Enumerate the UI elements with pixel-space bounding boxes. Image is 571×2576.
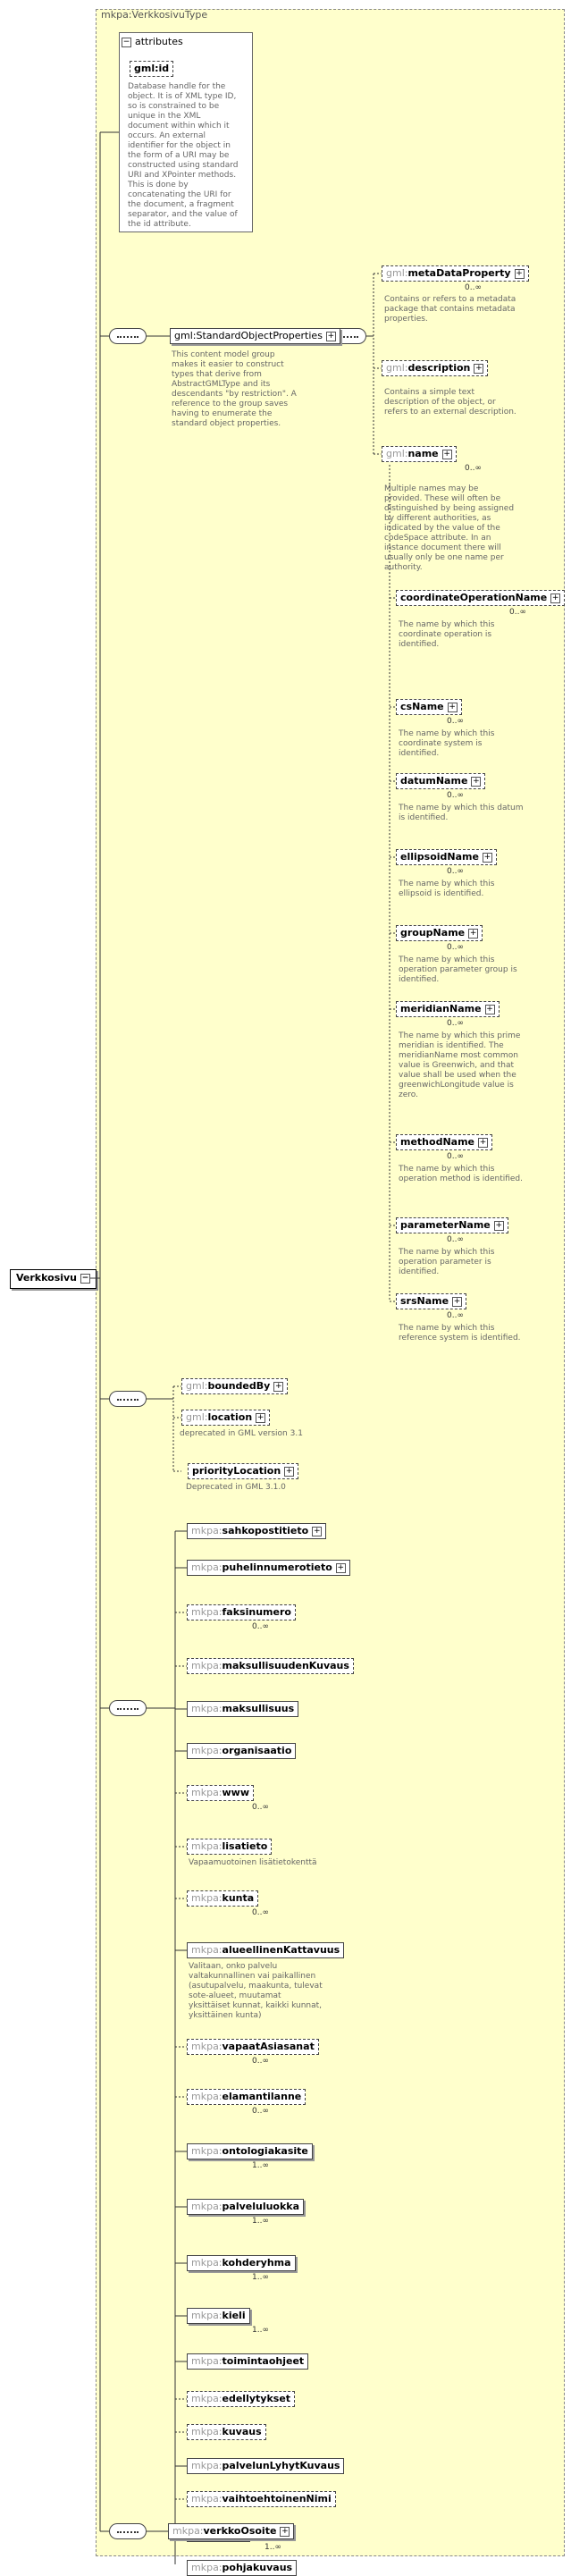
name-sub-coordinateOperationName[interactable]: coordinateOperationName+ [396, 590, 566, 606]
standard-object-properties-group[interactable]: gml:StandardObjectProperties+ [170, 328, 340, 344]
name-sub-parameterName-desc: The name by which this operation paramet… [399, 1248, 495, 1276]
name-sub-groupName-card: 0..∞ [447, 943, 464, 952]
element-palvelunLyhytKuvaus[interactable]: mkpa:palvelunLyhytKuvaus [187, 2458, 345, 2474]
location-location[interactable]: gml:location+ [181, 1410, 271, 1426]
gml-id-attribute[interactable]: gml:id [130, 61, 174, 77]
location-priorityLocation[interactable]: priorityLocation+ [188, 1463, 299, 1479]
location-priorityLocation-desc: Deprecated in GML 3.1.0 [186, 1483, 286, 1492]
name-sub-ellipsoidName-desc: The name by which this ellipsoid is iden… [399, 880, 495, 898]
location-location-desc: deprecated in GML version 3.1 [180, 1429, 303, 1438]
name-sub-csName[interactable]: csName+ [396, 699, 462, 715]
name-sub-groupName[interactable]: groupName+ [396, 925, 483, 941]
element-lisatieto-desc: Vapaamuotoinen lisätietokenttä [189, 1858, 317, 1867]
element-www[interactable]: mkpa:www [187, 1785, 255, 1801]
sequence-standard[interactable] [109, 328, 147, 344]
type-title: mkpa:VerkkosivuType [101, 9, 208, 21]
location-boundedBy[interactable]: gml:boundedBy+ [181, 1378, 289, 1394]
element-kunta[interactable]: mkpa:kunta [187, 1890, 259, 1907]
name-sub-coordinateOperationName-card: 0..∞ [509, 608, 526, 617]
gml-prop-description-desc: Contains a simple text description of th… [384, 388, 516, 417]
element-puhelinnumerotieto[interactable]: mkpa:puhelinnumerotieto+ [187, 1560, 350, 1576]
name-sub-meridianName-desc: The name by which this prime meridian is… [399, 1031, 521, 1099]
name-sub-datumName-card: 0..∞ [447, 791, 464, 800]
element-pohjakuvaus[interactable]: mkpa:pohjakuvaus [187, 2560, 298, 2576]
gml-prop-metaDataProperty-card: 0..∞ [465, 283, 482, 292]
verkkoOsoite-card: 1..∞ [265, 2543, 281, 2552]
standard-group-desc: This content model group makes it easier… [172, 350, 297, 428]
element-kohderyhma-card: 1..∞ [252, 2273, 269, 2282]
name-sub-meridianName[interactable]: meridianName+ [396, 1001, 500, 1017]
gml-prop-name-desc: Multiple names may be provided. These wi… [384, 484, 515, 572]
name-sub-parameterName-card: 0..∞ [447, 1235, 464, 1244]
element-lisatieto[interactable]: mkpa:lisatieto [187, 1839, 273, 1855]
element-edellytykset[interactable]: mkpa:edellytykset [187, 2391, 296, 2407]
element-kieli-card: 1..∞ [252, 2326, 269, 2335]
element-palveluluokka-card: 1..∞ [252, 2217, 269, 2226]
element-ontologiakasite-card: 1..∞ [252, 2161, 269, 2170]
name-sub-datumName[interactable]: datumName+ [396, 773, 486, 789]
element-vapaatAsiasanat[interactable]: mkpa:vapaatAsiasanat [187, 2039, 319, 2055]
name-sub-srsName-desc: The name by which this reference system … [399, 1324, 521, 1343]
element-organisaatio[interactable]: mkpa:organisaatio [187, 1743, 297, 1759]
element-vaihtoehtoinenNimi[interactable]: mkpa:vaihtoehtoinenNimi [187, 2491, 336, 2507]
attributes-header: −attributes [122, 36, 183, 47]
name-sub-datumName-desc: The name by which this datum is identifi… [399, 804, 524, 822]
gml-prop-metaDataProperty[interactable]: gml:metaDataProperty+ [382, 265, 529, 282]
type-container [96, 9, 565, 2556]
name-sub-groupName-desc: The name by which this operation paramet… [399, 955, 517, 984]
name-sub-csName-desc: The name by which this coordinate system… [399, 729, 495, 758]
name-sub-methodName[interactable]: methodName+ [396, 1134, 492, 1150]
gml-prop-name-card: 0..∞ [465, 464, 482, 473]
element-sahkopostitieto[interactable]: mkpa:sahkopostitieto+ [187, 1523, 327, 1539]
element-alueellinenKattavuus[interactable]: mkpa:alueellinenKattavuus [187, 1942, 345, 1958]
name-sub-parameterName[interactable]: parameterName+ [396, 1217, 508, 1233]
name-sub-ellipsoidName-card: 0..∞ [447, 867, 464, 876]
gml-prop-description[interactable]: gml:description+ [382, 360, 489, 376]
gml-prop-metaDataProperty-desc: Contains or refers to a metadata package… [384, 295, 516, 324]
element-elamantilanne-card: 0..∞ [252, 2107, 269, 2116]
sequence-elements[interactable] [109, 1700, 147, 1716]
element-faksinumero-card: 0..∞ [252, 1622, 269, 1631]
name-sub-csName-card: 0..∞ [447, 717, 464, 726]
element-alueellinenKattavuus-desc: Valitaan, onko palvelu valtakunnallinen … [189, 1962, 323, 2020]
element-verkkoOsoite[interactable]: mkpa:verkkoOsoite+ [168, 2523, 295, 2539]
element-elamantilanne[interactable]: mkpa:elamantilanne [187, 2089, 306, 2105]
root-element[interactable]: Verkkosivu− [10, 1269, 97, 1289]
name-sub-methodName-desc: The name by which this operation method … [399, 1165, 524, 1183]
element-maksullisuus[interactable]: mkpa:maksullisuus [187, 1701, 299, 1717]
element-kohderyhma[interactable]: mkpa:kohderyhma [187, 2255, 296, 2271]
element-palveluluokka[interactable]: mkpa:palveluluokka [187, 2199, 305, 2215]
element-kieli[interactable]: mkpa:kieli [187, 2308, 250, 2324]
element-kunta-card: 0..∞ [252, 1908, 269, 1917]
sequence-verkko[interactable] [109, 2523, 147, 2539]
element-toimintaohjeet[interactable]: mkpa:toimintaohjeet [187, 2353, 309, 2370]
gml-prop-name[interactable]: gml:name+ [382, 446, 457, 462]
name-sub-ellipsoidName[interactable]: ellipsoidName+ [396, 849, 497, 865]
name-sub-coordinateOperationName-desc: The name by which this coordinate operat… [399, 620, 495, 649]
element-faksinumero[interactable]: mkpa:faksinumero [187, 1604, 296, 1621]
gml-id-desc: Database handle for the object. It is of… [128, 82, 239, 229]
element-maksullisuudenKuvaus[interactable]: mkpa:maksullisuudenKuvaus [187, 1658, 354, 1674]
sequence-location[interactable] [109, 1391, 147, 1407]
element-kuvaus[interactable]: mkpa:kuvaus [187, 2424, 266, 2440]
name-sub-methodName-card: 0..∞ [447, 1152, 464, 1161]
name-sub-srsName[interactable]: srsName+ [396, 1293, 467, 1309]
name-sub-meridianName-card: 0..∞ [447, 1019, 464, 1028]
element-ontologiakasite[interactable]: mkpa:ontologiakasite [187, 2143, 313, 2159]
element-www-card: 0..∞ [252, 1803, 269, 1812]
element-vapaatAsiasanat-card: 0..∞ [252, 2057, 269, 2066]
name-sub-srsName-card: 0..∞ [447, 1311, 464, 1320]
